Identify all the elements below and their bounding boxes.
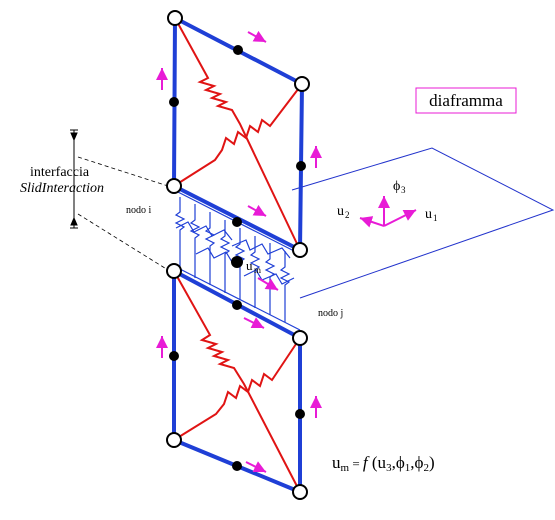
edge-midpoint-dots bbox=[169, 45, 306, 471]
nodo-j-label: nodo j bbox=[318, 308, 343, 319]
diaphragm-axes bbox=[359, 196, 417, 228]
u2-label: u 2 bbox=[337, 204, 350, 220]
svg-text:u: u bbox=[425, 207, 432, 222]
um-formula: um = f (u3,ϕ1,ϕ2) bbox=[332, 453, 435, 474]
interface-leader-lines bbox=[77, 156, 169, 271]
nodo-i-label: nodo i bbox=[126, 205, 152, 216]
svg-text:u: u bbox=[337, 204, 344, 219]
slid-interaction-label: SlidInteraction bbox=[20, 181, 104, 196]
u1-label: u 1 bbox=[425, 207, 438, 223]
phi3-label: ϕ 3 bbox=[393, 179, 406, 195]
diaframma-label: diaframma bbox=[415, 87, 517, 114]
svg-text:2: 2 bbox=[345, 210, 350, 220]
upper-panel-diagonal-springs bbox=[173, 17, 303, 251]
interface-bracket bbox=[70, 129, 78, 229]
svg-text:diaframma: diaframma bbox=[429, 91, 503, 110]
svg-text:1: 1 bbox=[433, 213, 438, 223]
interface-spring-layer bbox=[173, 189, 301, 331]
svg-text:u: u bbox=[246, 258, 253, 273]
svg-text:m: m bbox=[254, 265, 261, 275]
svg-text:ϕ: ϕ bbox=[393, 179, 400, 194]
svg-text:um = f (u3,ϕ1,ϕ2): um = f (u3,ϕ1,ϕ2) bbox=[332, 453, 435, 474]
corner-nodes bbox=[166, 10, 310, 500]
interfaccia-label: interfaccia bbox=[30, 165, 90, 180]
svg-text:3: 3 bbox=[401, 185, 406, 195]
lower-panel-diagonal-springs bbox=[173, 270, 301, 493]
force-arrows bbox=[156, 30, 322, 473]
diaphragm-plane bbox=[291, 147, 555, 299]
um-label: u m bbox=[246, 258, 261, 275]
